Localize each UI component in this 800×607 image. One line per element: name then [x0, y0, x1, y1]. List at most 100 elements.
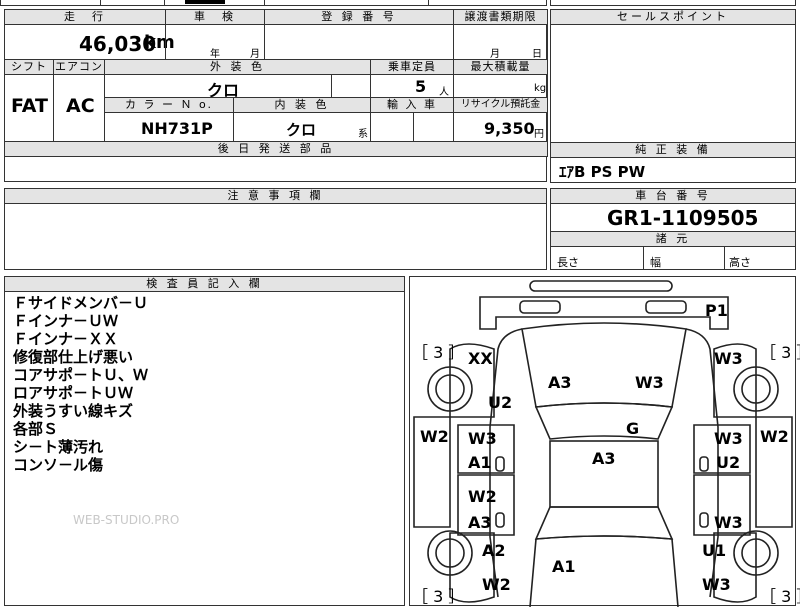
dim-length-cell: 長さ: [550, 246, 644, 270]
dim-width-label: 幅: [650, 256, 661, 269]
damage-u1-right: U1: [702, 541, 727, 560]
damage-w2-bottom-left: W2: [482, 575, 511, 594]
shift-value: FAT: [11, 95, 48, 117]
damage-w2-right: W2: [760, 427, 789, 446]
remark-line: シ－ト薄汚れ: [13, 438, 104, 456]
damage-p1: P1: [705, 301, 728, 320]
recycle-header: リサイクル預託金: [453, 97, 548, 113]
exterior-color-header: 外 装 色: [104, 59, 371, 75]
damage-a3-left-rear-door: A3: [468, 513, 492, 532]
import-cell-a: [370, 112, 414, 142]
damage-g: G: [626, 419, 640, 438]
remark-line: 修復部仕上げ悪い: [13, 348, 134, 366]
exterior-color-extra-cell: [331, 74, 371, 98]
vehicle-info-table: 走 行 車 検 登 録 番 号 譲渡書類期限 46,030 km 年 月 月 日…: [4, 9, 548, 182]
bracket-3-top-left: ［ 3 ］: [412, 343, 465, 362]
bracket-3-bottom-right: ［ 3 ］: [760, 587, 800, 606]
inspection-month: 月: [250, 49, 260, 60]
max-load-unit: kg: [534, 83, 547, 94]
color-no-header: カ ラ ー Ｎ o.: [104, 97, 234, 113]
damage-w2-left-rear-door: W2: [468, 487, 497, 506]
remark-line: Ｆサイドメンバ－Ｕ: [13, 294, 149, 312]
damage-a1-bottom: A1: [552, 557, 576, 576]
remark-line: ロアサポ－トＵＷ: [13, 384, 134, 402]
damage-w3-right-door: W3: [714, 429, 743, 448]
mileage-cell: 46,030 km: [4, 24, 175, 60]
top-cut-strip: [0, 0, 800, 6]
equipment-value: ｴｱB PS PW: [559, 163, 646, 181]
remark-line: Ｆインナ－ＸＸ: [13, 330, 119, 348]
shift-cell: FAT: [4, 74, 54, 142]
inspection-year: 年: [210, 49, 220, 60]
inspection-header: 車 検: [165, 9, 265, 25]
equipment-header: 純 正 装 備: [550, 142, 796, 158]
capacity-unit: 人: [439, 87, 449, 98]
damage-w3-top-right: W3: [635, 373, 664, 392]
dim-length-label: 長さ: [557, 256, 579, 269]
color-no-value: NH731P: [141, 119, 213, 138]
registration-cell: [264, 24, 454, 60]
damage-w2-left: W2: [420, 427, 449, 446]
ac-value: AC: [66, 95, 95, 117]
damage-a1-left-door: A1: [468, 453, 492, 472]
interior-color-cell: クロ 系: [233, 112, 371, 142]
damage-a3-top: A3: [548, 373, 572, 392]
damage-w3-right: W3: [714, 349, 743, 368]
dim-height-cell: 高さ: [724, 246, 796, 270]
interior-color-header: 内 装 色: [233, 97, 371, 113]
watermark: WEB-STUDIO.PRO: [73, 513, 180, 527]
inspector-remarks-box: 検 査 員 記 入 欄 Ｆサイドメンバ－Ｕ Ｆインナ－ＵＷ Ｆインナ－ＸＸ 修復…: [4, 276, 405, 606]
bracket-3-bottom-left: ［ 3 ］: [412, 587, 465, 606]
recycle-unit: 円: [534, 129, 544, 140]
damage-a2-left: A2: [482, 541, 506, 560]
damage-w3-left-door: W3: [468, 429, 497, 448]
remark-line: コンソ－ル傷: [13, 456, 104, 474]
damage-u2-left: U2: [488, 393, 513, 412]
capacity-value: 5: [415, 77, 427, 96]
transfer-deadline-header: 譲渡書類期限: [453, 9, 548, 25]
sales-point-header: セールスポイント: [550, 9, 796, 25]
mileage-value: 46,030: [79, 32, 157, 56]
sales-point-box: セールスポイント: [550, 9, 796, 143]
remark-line: 外装うすい線キズ: [13, 402, 134, 420]
chassis-box: 車 台 番 号 GR1-1109505 諸 元 長さ 幅 高さ: [550, 188, 796, 270]
mileage-header: 走 行: [4, 9, 166, 25]
damage-xx: XX: [468, 349, 493, 368]
remark-line: Ｆインナ－ＵＷ: [13, 312, 119, 330]
later-parts-header: 後 日 発 送 部 品: [4, 141, 548, 157]
dim-height-label: 高さ: [729, 256, 751, 269]
interior-color-suffix: 系: [358, 129, 368, 140]
inspection-cell: 年 月: [165, 24, 265, 60]
registration-header: 登 録 番 号: [264, 9, 454, 25]
chassis-value: GR1-1109505: [607, 206, 759, 230]
recycle-cell: 9,350 円: [453, 112, 548, 142]
transfer-day: 日: [532, 49, 542, 60]
dimensions-header: 諸 元: [550, 231, 796, 247]
transfer-cell: 月 日: [453, 24, 548, 60]
transfer-month: 月: [490, 49, 500, 60]
interior-color-value: クロ: [286, 121, 317, 139]
exterior-color-cell: クロ: [104, 74, 332, 100]
shift-header: シフト: [4, 59, 54, 75]
notes-box: 注 意 事 項 欄: [4, 188, 547, 270]
capacity-header: 乗車定員: [370, 59, 454, 75]
max-load-header: 最大積載量: [453, 59, 548, 75]
inspector-header: 検 査 員 記 入 欄: [4, 276, 405, 292]
remark-line: 各部Ｓ: [13, 420, 59, 438]
car-outline-drawing: [413, 280, 793, 607]
bracket-3-top-right: ［ 3 ］: [760, 343, 800, 362]
recycle-value: 9,350: [484, 119, 535, 138]
damage-w3-bottom-right: W3: [702, 575, 731, 594]
chassis-header: 車 台 番 号: [550, 188, 796, 204]
dim-width-cell: 幅: [643, 246, 725, 270]
import-header: 輸 入 車: [370, 97, 454, 113]
ac-cell: AC: [53, 74, 105, 142]
damage-a3-center: A3: [592, 449, 616, 468]
remark-line: コアサポ－トＵ、Ｗ: [13, 366, 149, 384]
capacity-cell: 5 人: [370, 74, 454, 98]
max-load-cell: kg: [453, 74, 548, 98]
exterior-color-value: クロ: [207, 81, 240, 100]
equipment-box: 純 正 装 備 ｴｱB PS PW: [550, 142, 796, 183]
ac-header: エアコン: [53, 59, 105, 75]
damage-w3-right-rear-door: W3: [714, 513, 743, 532]
